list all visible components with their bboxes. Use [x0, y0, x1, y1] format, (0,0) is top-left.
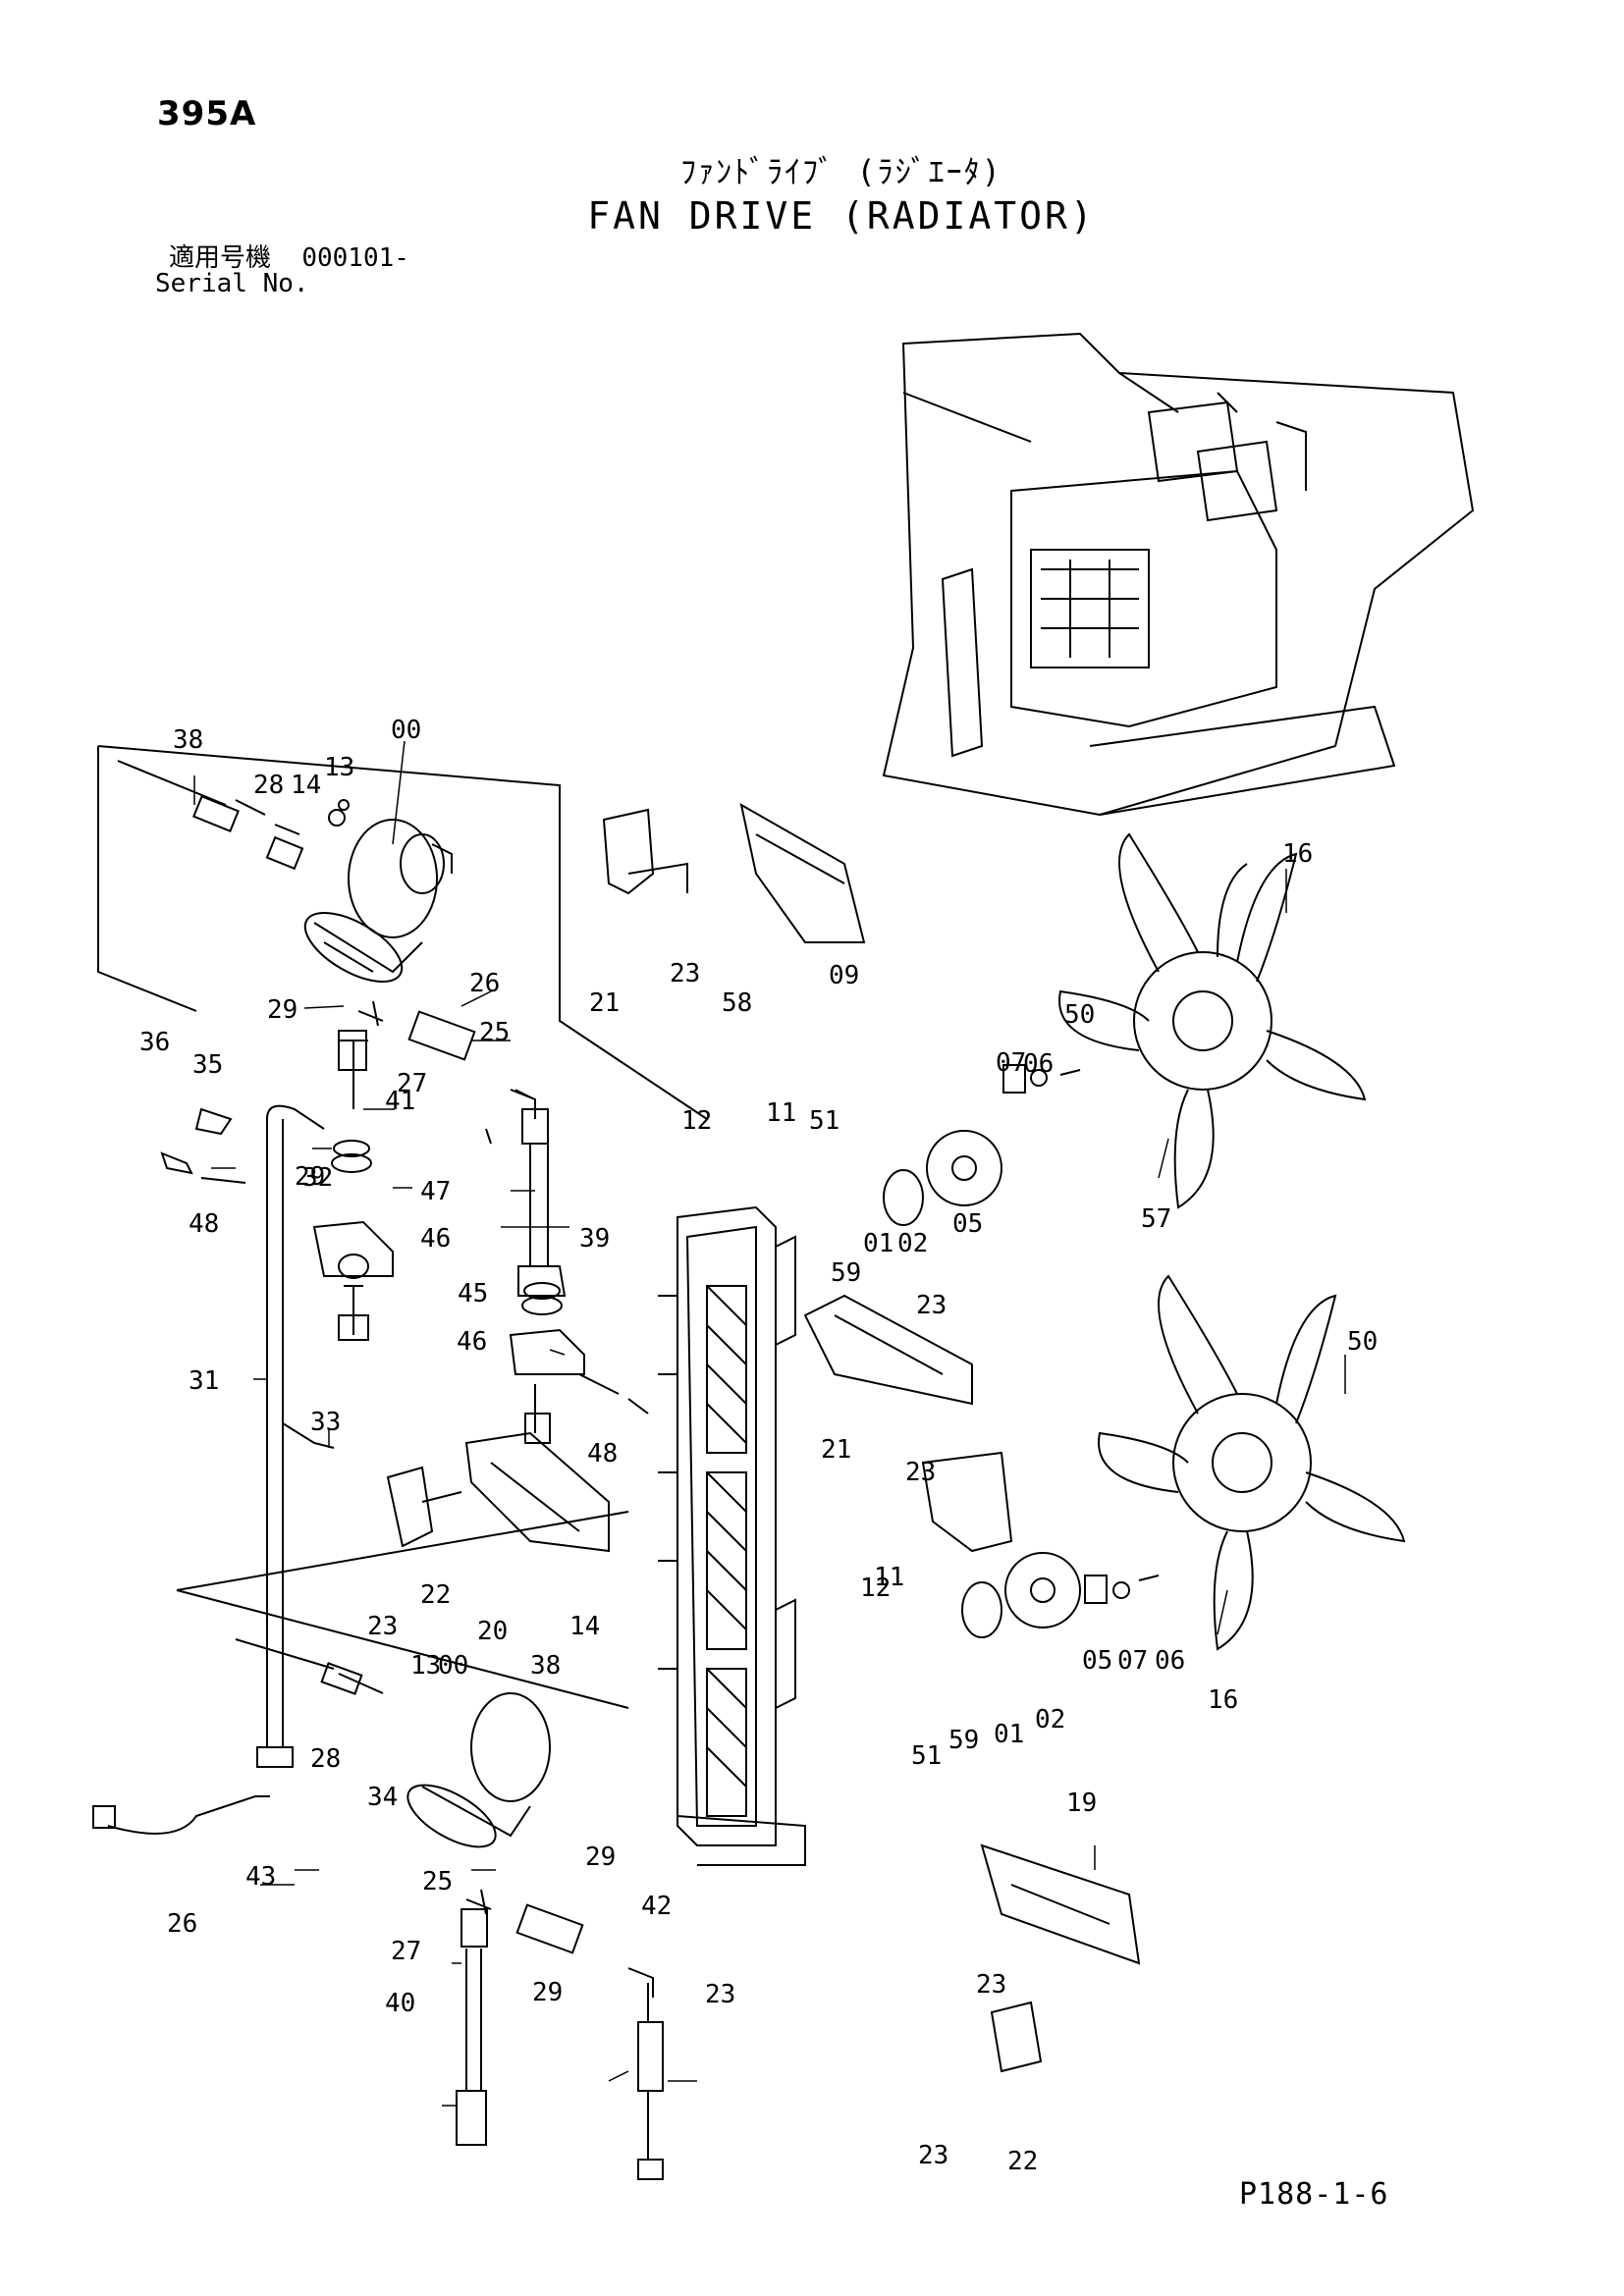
radiator-frame-09	[658, 1205, 806, 1866]
serial-value: 000101-	[301, 243, 409, 273]
drawing-reference: P188-1-6	[1239, 2177, 1389, 2212]
brackets	[386, 803, 1141, 2073]
callout-09: 09	[829, 961, 859, 990]
callout-19: 19	[1066, 1789, 1097, 1818]
callout-38: 38	[530, 1651, 561, 1681]
leader-lines	[193, 740, 1346, 2107]
lower-fan-drive-assembly	[92, 1511, 664, 2180]
upper-fan-drive-assembly	[97, 745, 708, 1297]
callout-29: 29	[585, 1842, 616, 1872]
callout-26: 26	[469, 969, 500, 998]
title-japanese: ﾌｧﾝﾄﾞﾗｲﾌﾞ (ﾗｼﾞｴｰﾀ)	[680, 153, 1002, 190]
serial-label-jp: 適用号機	[169, 243, 272, 273]
callout-34: 34	[367, 1783, 398, 1812]
callout-14: 14	[569, 1612, 600, 1641]
callout-23: 23	[918, 2141, 948, 2170]
callout-21: 21	[821, 1435, 851, 1465]
callout-22: 22	[420, 1580, 451, 1610]
callout-28: 28	[253, 771, 284, 800]
callout-59: 59	[831, 1258, 861, 1288]
callout-12: 12	[860, 1574, 891, 1603]
pipe-31	[256, 1104, 335, 1768]
callout-25: 25	[422, 1867, 453, 1896]
callout-45: 45	[458, 1279, 488, 1308]
callout-02: 02	[1035, 1705, 1065, 1735]
callout-07: 07	[996, 1048, 1026, 1078]
callout-32: 32	[302, 1163, 333, 1193]
callout-05: 05	[952, 1209, 983, 1239]
callout-13: 13	[410, 1651, 441, 1681]
callout-23: 23	[916, 1291, 947, 1320]
callout-48: 48	[189, 1209, 219, 1239]
callout-27: 27	[391, 1937, 421, 1966]
callout-12: 12	[681, 1106, 712, 1136]
serial-block: 適用号機 000101- Serial No.	[155, 245, 409, 296]
fans	[883, 832, 1406, 1651]
callout-35: 35	[192, 1050, 223, 1080]
callout-00: 00	[438, 1651, 468, 1681]
callout-20: 20	[477, 1617, 508, 1646]
callout-41: 41	[385, 1087, 415, 1116]
callout-47: 47	[420, 1177, 451, 1206]
callout-59: 59	[948, 1726, 979, 1755]
page-title: FAN DRIVE (RADIATOR)	[587, 194, 1096, 238]
callout-23: 23	[670, 959, 700, 988]
callout-02: 02	[897, 1229, 928, 1258]
machine-overview-illustration	[882, 332, 1475, 817]
callout-01: 01	[994, 1720, 1024, 1749]
callout-50: 50	[1347, 1327, 1378, 1357]
callout-06: 06	[1023, 1049, 1054, 1079]
clamps	[312, 1140, 649, 1444]
callout-40: 40	[385, 1989, 415, 2018]
callout-29: 29	[267, 995, 298, 1025]
page-code: 395A	[157, 94, 257, 133]
callout-39: 39	[579, 1224, 610, 1254]
callout-57: 57	[1141, 1204, 1171, 1234]
callout-13: 13	[324, 753, 354, 782]
callout-48: 48	[587, 1439, 618, 1468]
callout-58: 58	[722, 988, 752, 1018]
callout-11: 11	[874, 1563, 904, 1592]
callout-31: 31	[189, 1366, 219, 1396]
callout-28: 28	[310, 1744, 341, 1774]
callout-22: 22	[1007, 2147, 1038, 2176]
callout-07: 07	[1117, 1646, 1148, 1676]
callout-36: 36	[139, 1028, 170, 1057]
callout-43: 43	[245, 1862, 276, 1892]
callout-51: 51	[911, 1741, 942, 1771]
callout-23: 23	[367, 1612, 398, 1641]
callout-27: 27	[397, 1069, 427, 1098]
callout-23: 23	[976, 1970, 1006, 2000]
callout-46: 46	[457, 1327, 487, 1357]
callout-14: 14	[291, 771, 321, 800]
callout-25: 25	[479, 1018, 510, 1047]
callout-29: 29	[532, 1978, 563, 2007]
callout-05: 05	[1082, 1646, 1112, 1676]
callout-23: 23	[905, 1458, 936, 1487]
callout-16: 16	[1282, 839, 1313, 869]
callout-00: 00	[391, 716, 421, 745]
callout-01: 01	[863, 1229, 893, 1258]
callout-23: 23	[705, 1980, 735, 2009]
callout-06: 06	[1155, 1646, 1185, 1676]
callout-29: 29	[295, 1162, 325, 1192]
serial-label-en: Serial No.	[155, 269, 309, 298]
callout-33: 33	[310, 1408, 341, 1437]
callout-26: 26	[167, 1909, 197, 1939]
callout-46: 46	[420, 1224, 451, 1254]
callout-38: 38	[173, 725, 203, 755]
callout-51: 51	[809, 1106, 839, 1136]
callout-42: 42	[641, 1892, 672, 1921]
callout-11: 11	[766, 1098, 796, 1128]
callout-16: 16	[1208, 1685, 1238, 1715]
callout-50: 50	[1064, 1000, 1095, 1030]
callout-21: 21	[589, 988, 620, 1018]
